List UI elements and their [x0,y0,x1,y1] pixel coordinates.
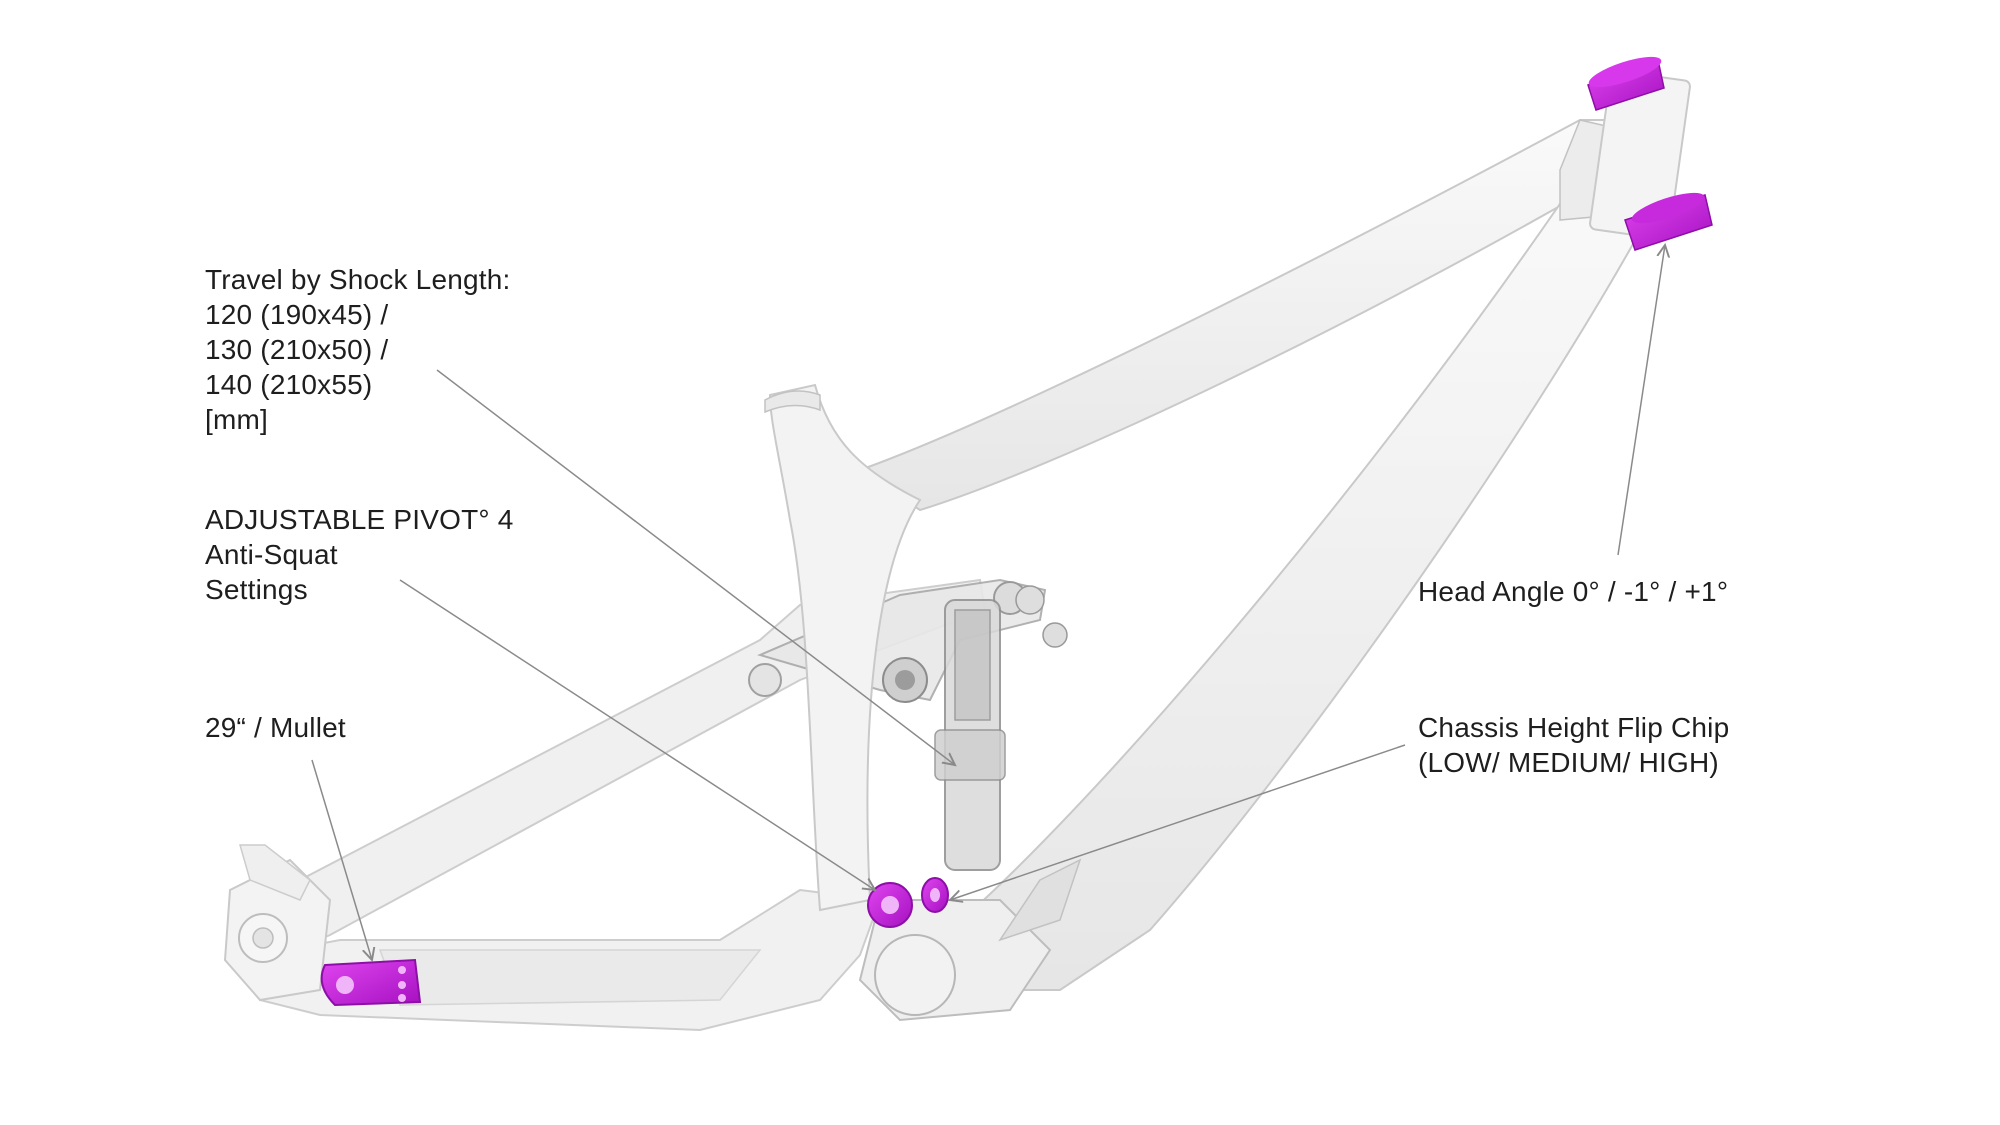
head-angle-callout: Head Angle 0° / -1° / +1° [1418,574,1728,609]
head-angle-line-1: Head Angle 0° / -1° / +1° [1418,576,1729,607]
travel-line-2: 120 (190x45) / [205,299,389,330]
chainstay-inner-detail [378,949,762,1006]
brake-mount [239,844,311,901]
callout-lines [311,245,1665,960]
front-triangle [764,69,1691,1022]
pivot-line-3: Settings [205,574,308,605]
wheel-callout: 29“ / Mullet [205,710,346,745]
flip-chip-line-1: Chassis Height Flip Chip [1418,712,1730,743]
adjustable-parts [320,56,1713,1007]
rear-shock [934,585,1068,871]
travel-line-5: [mm] [205,404,269,435]
seat-tube-top [764,390,821,414]
travel-line-4: 140 (210x55) [205,369,373,400]
wheel-line-1: 29“ / Mullet [205,712,346,743]
travel-line-3: 130 (210x50) / [205,334,389,365]
pivot-line-2: Anti-Squat [205,539,338,570]
pivot-line-1: ADJUSTABLE PIVOT° 4 [205,504,514,535]
travel-leader [436,369,955,765]
down-tube-guard [998,858,1082,942]
head-angle-leader [1617,245,1665,556]
pivot-callout: ADJUSTABLE PIVOT° 4 Anti-Squat Settings [205,502,514,607]
flip-chip-callout: Chassis Height Flip Chip (LOW/ MEDIUM/ H… [1418,710,1729,780]
bottom-bracket [874,934,956,1016]
travel-callout: Travel by Shock Length: 120 (190x45) / 1… [205,262,511,437]
wheel-leader [311,759,372,960]
pivot-leader [399,579,875,890]
flip-chip-leader [950,744,1406,900]
travel-line-1: Travel by Shock Length: [205,264,511,295]
flip-chip-line-2: (LOW/ MEDIUM/ HIGH) [1418,747,1719,778]
